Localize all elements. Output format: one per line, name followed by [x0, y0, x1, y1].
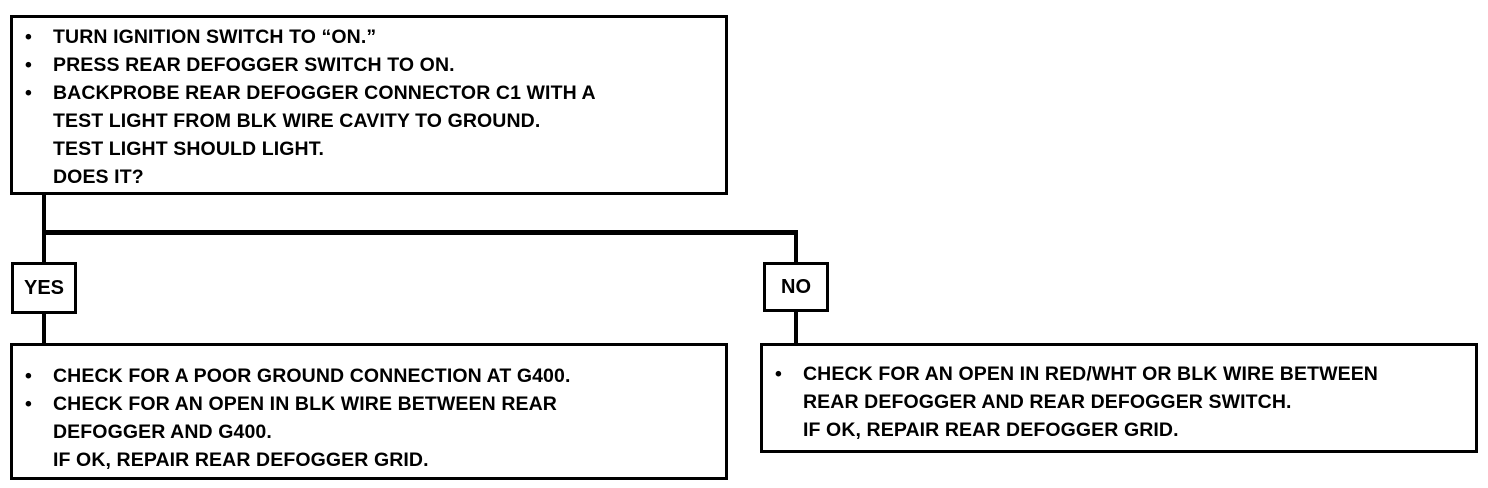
question-box: • TURN IGNITION SWITCH TO “ON.” • PRESS REA… — [10, 15, 728, 195]
step-text-line: CHECK FOR AN OPEN IN BLK WIRE BETWEEN RE… — [53, 393, 557, 415]
yes-steps: • CHECK FOR A POOR GROUND CONNECTION AT G… — [13, 362, 725, 474]
step-text-line: IF OK, REPAIR REAR DEFOGGER GRID. — [803, 419, 1179, 441]
bullet-icon: • — [775, 363, 782, 385]
yes-box-item: • CHECK FOR AN OPEN IN BLK WIRE BETWEEN R… — [13, 390, 725, 474]
question-box-item: • PRESS REAR DEFOGGER SWITCH TO ON. — [13, 51, 725, 79]
step-text-line: DEFOGGER AND G400. — [53, 421, 272, 443]
no-box-item: • CHECK FOR AN OPEN IN RED/WHT OR BLK WIR… — [763, 360, 1475, 444]
no-steps: • CHECK FOR AN OPEN IN RED/WHT OR BLK WIR… — [763, 360, 1475, 444]
no-result-box: • CHECK FOR AN OPEN IN RED/WHT OR BLK WIR… — [760, 343, 1478, 453]
yes-result-box: • CHECK FOR A POOR GROUND CONNECTION AT G… — [10, 343, 728, 480]
bullet-icon: • — [25, 393, 32, 415]
question-box-item: • TURN IGNITION SWITCH TO “ON.” — [13, 23, 725, 51]
bullet-icon: • — [25, 54, 32, 76]
no-label: NO — [763, 262, 829, 312]
step-text-line: IF OK, REPAIR REAR DEFOGGER GRID. — [53, 449, 429, 471]
step-text-line: DOES IT? — [53, 166, 144, 188]
bullet-icon: • — [25, 365, 32, 387]
step-text-line: REAR DEFOGGER AND REAR DEFOGGER SWITCH. — [803, 391, 1292, 413]
step-text-line: CHECK FOR AN OPEN IN RED/WHT OR BLK WIRE… — [803, 363, 1378, 385]
bullet-icon: • — [25, 82, 32, 104]
step-text-line: TURN IGNITION SWITCH TO “ON.” — [53, 26, 377, 48]
step-text-line: CHECK FOR A POOR GROUND CONNECTION AT G4… — [53, 365, 571, 387]
connector-no-down — [794, 310, 798, 344]
question-box-item: • BACKPROBE REAR DEFOGGER CONNECTOR C1 WI… — [13, 79, 725, 191]
connector-no-drop — [794, 230, 798, 264]
yes-label: YES — [11, 262, 77, 314]
connector-yes-down — [42, 312, 46, 346]
question-steps: • TURN IGNITION SWITCH TO “ON.” • PRESS REA… — [13, 23, 725, 191]
connector-horizontal — [42, 230, 798, 235]
step-text-line: PRESS REAR DEFOGGER SWITCH TO ON. — [53, 54, 455, 76]
step-text-line: TEST LIGHT SHOULD LIGHT. — [53, 138, 325, 160]
step-text-line: BACKPROBE REAR DEFOGGER CONNECTOR C1 WIT… — [53, 82, 596, 104]
step-text-line: TEST LIGHT FROM BLK WIRE CAVITY TO GROUN… — [53, 110, 541, 132]
bullet-icon: • — [25, 26, 32, 48]
yes-box-item: • CHECK FOR A POOR GROUND CONNECTION AT G… — [13, 362, 725, 390]
connector-trunk — [42, 193, 46, 263]
